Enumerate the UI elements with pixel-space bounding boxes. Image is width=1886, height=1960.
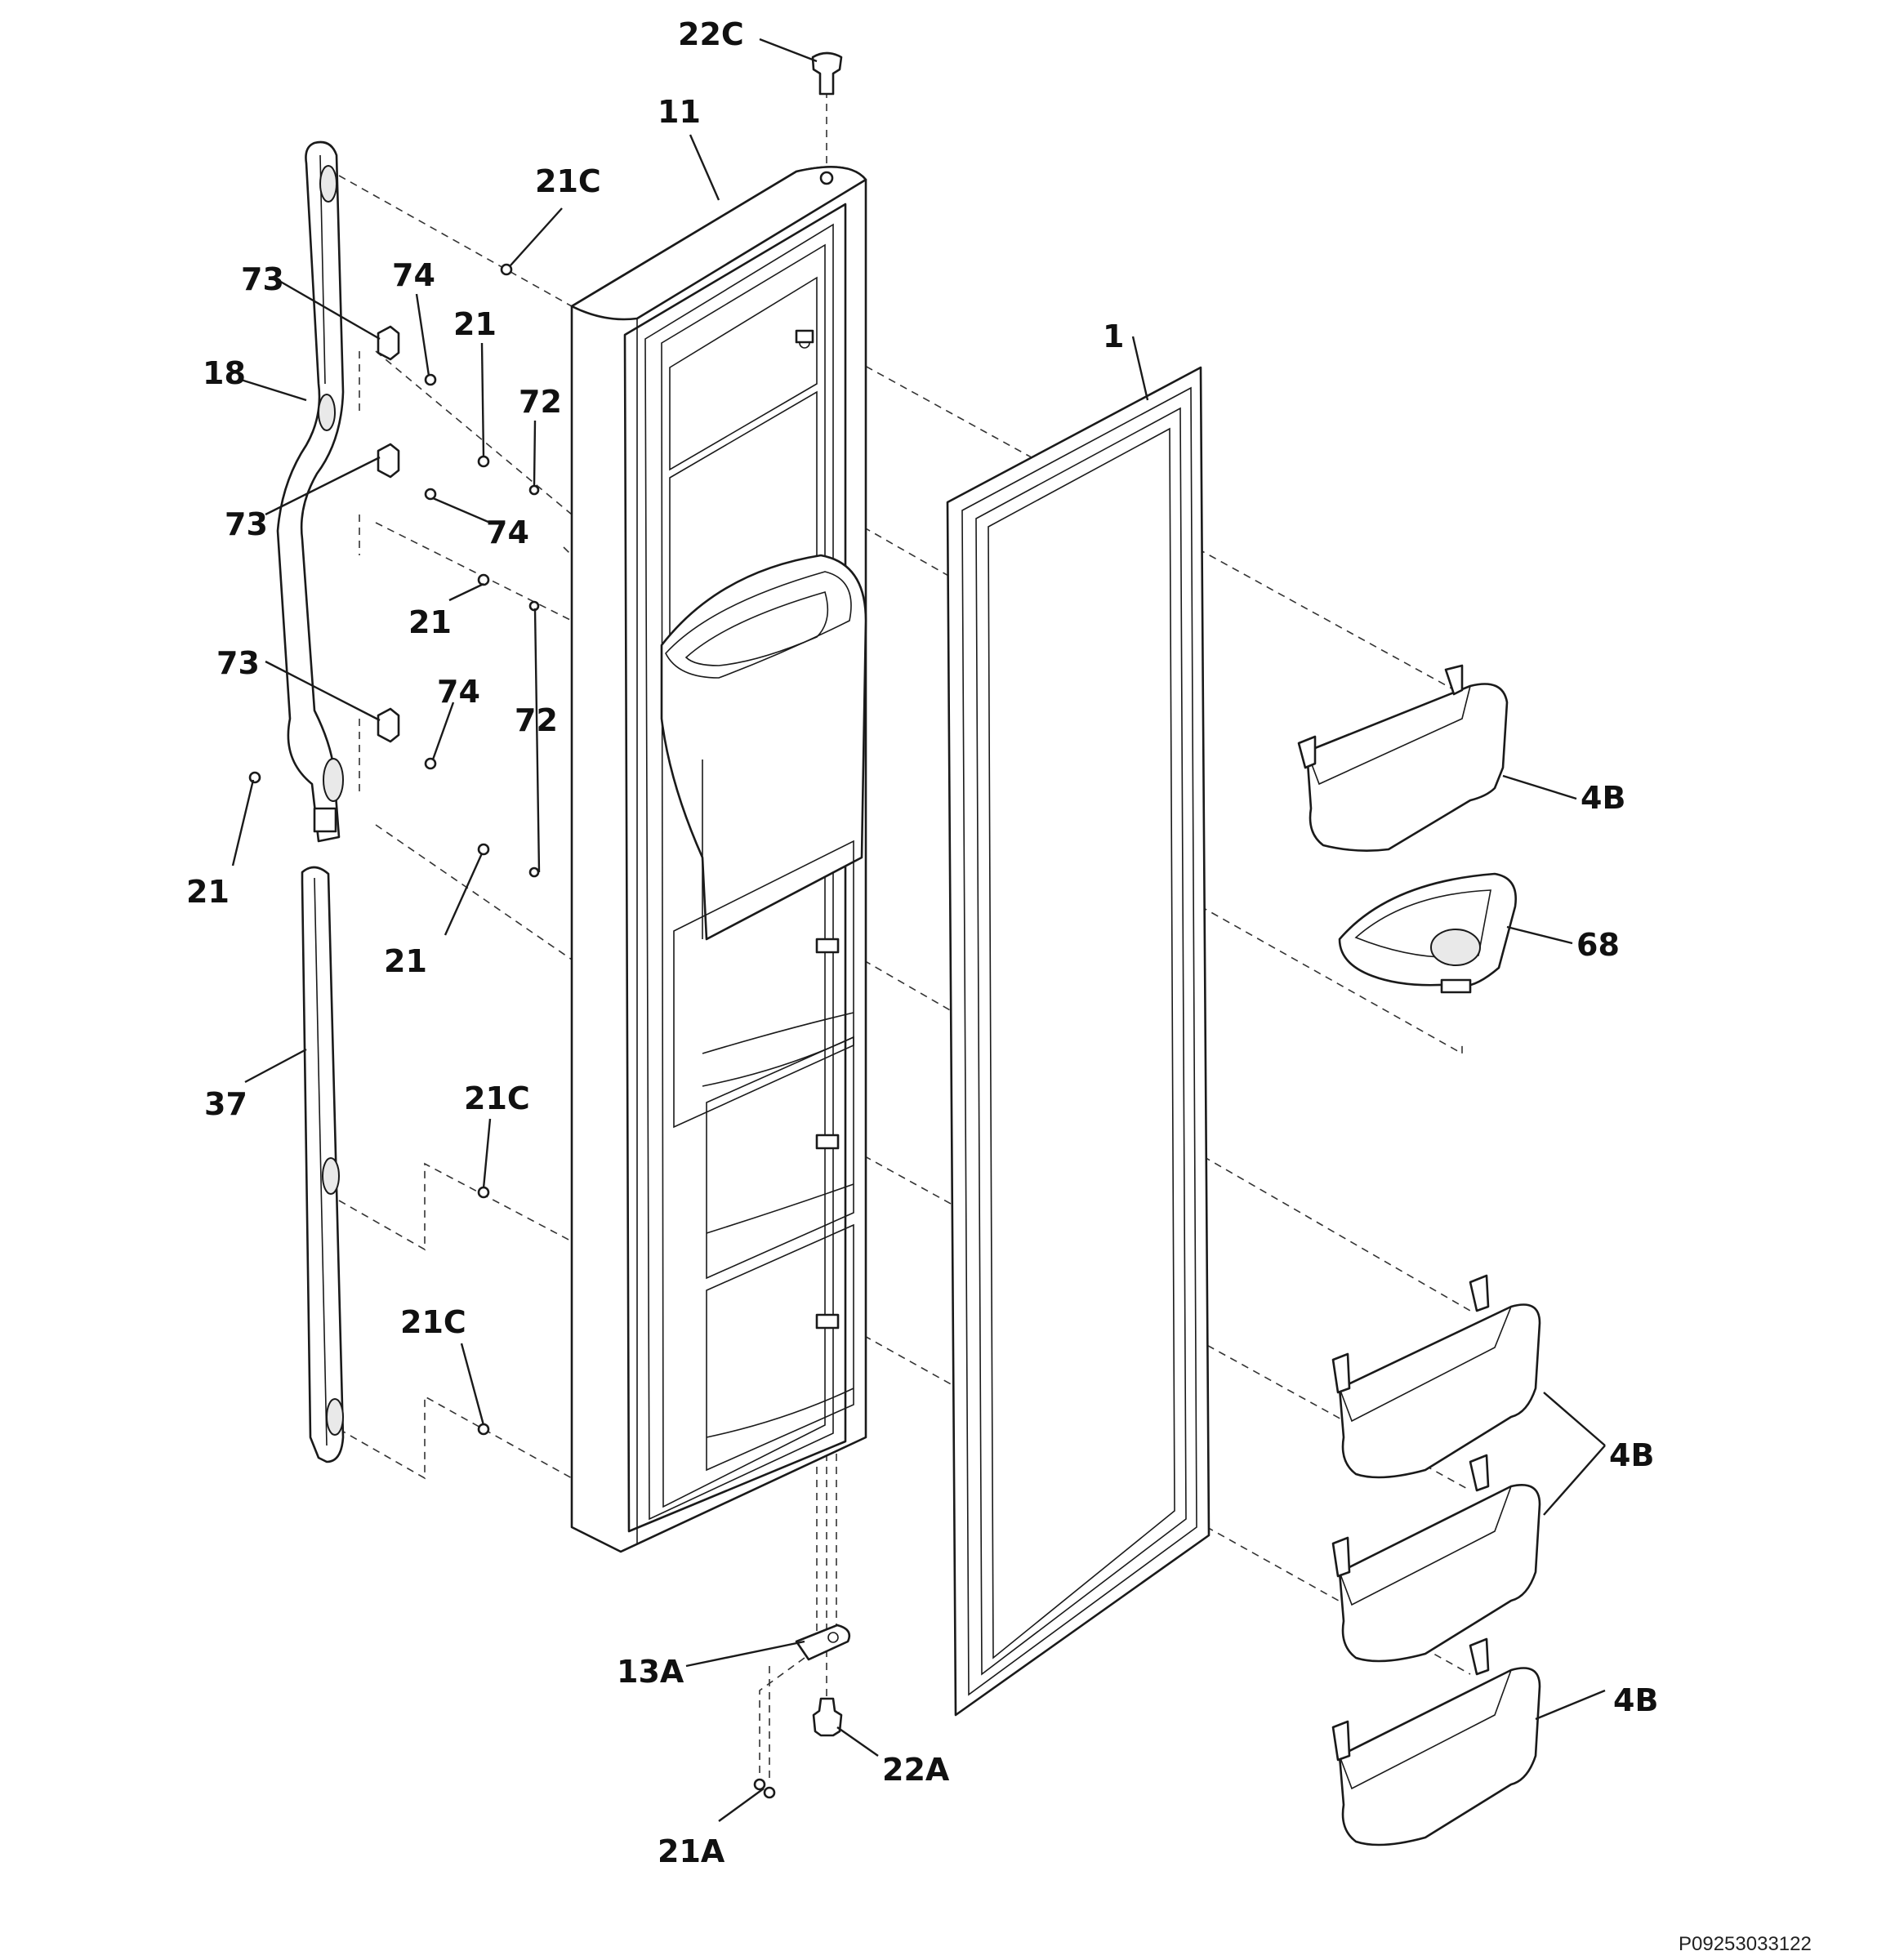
callout-4B-a: 4B (1581, 780, 1625, 816)
callout-labels: 22C 11 21C 73 74 21 72 18 1 73 74 21 73 … (186, 16, 1658, 1869)
callout-21-a: 21 (453, 306, 497, 342)
callout-18: 18 (203, 355, 246, 391)
callout-21-b: 21 (408, 604, 452, 640)
top-hinge-bushing (811, 51, 843, 96)
callout-22C: 22C (678, 16, 744, 52)
callout-73-c: 73 (216, 645, 260, 681)
callout-74-c: 74 (437, 674, 480, 710)
callout-72-a: 72 (519, 384, 562, 420)
callout-22A: 22A (882, 1752, 950, 1788)
callout-73-a: 73 (241, 261, 284, 297)
callout-21C-low: 21C (400, 1304, 466, 1340)
door-bin-upper (1297, 664, 1509, 852)
callout-4B-c: 4B (1613, 1682, 1658, 1718)
callout-21C-top: 21C (535, 163, 601, 199)
door-bin-middle (1331, 1274, 1541, 1479)
lower-handle-trim (301, 866, 345, 1463)
door-bin-bottom (1331, 1637, 1541, 1846)
callout-13A: 13A (617, 1654, 684, 1690)
ice-dispenser-chute (1338, 872, 1518, 994)
callout-37: 37 (204, 1086, 247, 1122)
callout-74-a: 74 (392, 257, 435, 293)
callout-72-b: 72 (515, 702, 558, 738)
reference-code: P09253033122 (1679, 1933, 1812, 1955)
door-bin-lower (1331, 1454, 1541, 1663)
callout-11: 11 (658, 94, 701, 130)
callout-21-c: 21 (186, 874, 230, 910)
callout-4B-b: 4B (1609, 1437, 1654, 1473)
hinge-clips (377, 325, 400, 743)
callout-21C-mid: 21C (464, 1080, 530, 1116)
bottom-hinge-bracket (795, 1624, 851, 1661)
leader-lines (231, 38, 1606, 1822)
callout-74-b: 74 (486, 514, 529, 550)
assembly-guide-lines (338, 78, 1471, 1780)
callout-21-d: 21 (384, 943, 427, 979)
callout-68: 68 (1576, 927, 1620, 963)
callout-1: 1 (1103, 318, 1124, 354)
screws (248, 263, 776, 1799)
door-panel (570, 166, 867, 1553)
bottom-hinge-pin (812, 1697, 843, 1737)
door-gasket (946, 366, 1211, 1717)
callout-73-b: 73 (225, 506, 268, 542)
upper-handle (276, 140, 345, 843)
callout-21A: 21A (658, 1833, 725, 1869)
